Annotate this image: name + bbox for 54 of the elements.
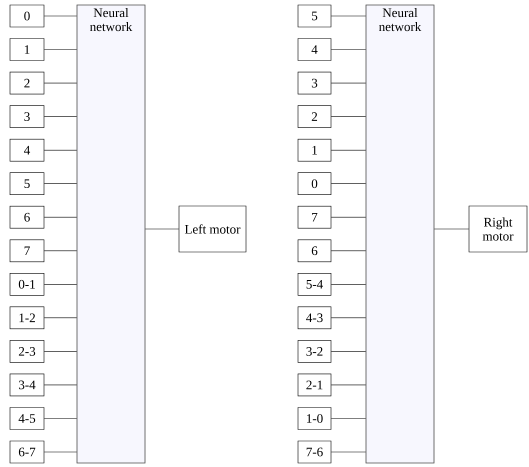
connector-line [44, 250, 77, 252]
connector-line [434, 228, 469, 230]
input-box: 7-6 [298, 440, 332, 464]
input-box: 6-7 [10, 440, 44, 464]
neural-network-box: Neural network [366, 4, 434, 464]
connector-line [331, 183, 366, 184]
input-box: 5 [10, 172, 44, 195]
input-box: 1 [298, 138, 332, 162]
neural-network-box: Neural network [76, 4, 146, 464]
connector-line [44, 49, 77, 50]
connector-line [331, 216, 366, 218]
input-box: 3 [298, 72, 332, 94]
input-box: 0-1 [10, 273, 44, 296]
input-box: 2 [10, 72, 44, 94]
input-box: 4 [298, 38, 332, 61]
connector-line [44, 351, 77, 352]
connector-line [331, 250, 366, 252]
connector-line [331, 116, 366, 117]
input-box: 1-0 [298, 407, 332, 430]
input-box: 5-4 [298, 273, 332, 296]
input-box: 0 [10, 4, 44, 28]
input-box: 4-3 [298, 306, 332, 330]
input-box: 1-2 [10, 306, 44, 330]
input-box: 6 [10, 206, 44, 228]
input-box: 3 [10, 105, 44, 128]
connector-line [331, 351, 366, 352]
connector-line [44, 116, 77, 117]
input-box: 4 [10, 138, 44, 162]
connector-line [44, 183, 77, 184]
input-box: 6 [298, 240, 332, 262]
connector-line [44, 216, 77, 218]
input-box: 5 [298, 4, 332, 28]
connector-line [331, 418, 366, 419]
input-box: 2 [298, 105, 332, 128]
connector-line [331, 49, 366, 50]
motor-box: Right motor [468, 206, 528, 252]
connector-line [331, 284, 366, 285]
input-box: 3-4 [10, 374, 44, 396]
motor-box: Left motor [178, 206, 246, 252]
input-box: 7 [10, 240, 44, 262]
input-box: 2-3 [10, 340, 44, 363]
input-box: 2-1 [298, 374, 332, 396]
connector-line [331, 384, 366, 386]
connector-line [331, 82, 366, 84]
input-box: 3-2 [298, 340, 332, 363]
input-box: 1 [10, 38, 44, 61]
connector-line [44, 284, 77, 285]
connector-line [145, 228, 179, 230]
input-box: 0 [298, 172, 332, 195]
connector-line [44, 82, 77, 84]
input-box: 4-5 [10, 407, 44, 430]
input-box: 7 [298, 206, 332, 228]
connector-line [44, 418, 77, 419]
connector-line [44, 384, 77, 386]
